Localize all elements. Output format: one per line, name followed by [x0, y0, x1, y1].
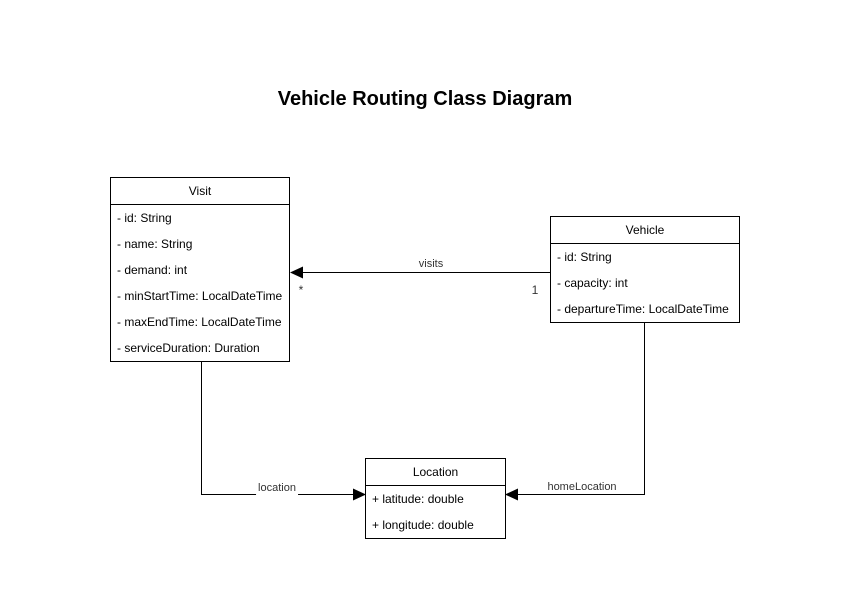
association-label-location: location: [256, 482, 298, 495]
class-box-location: Location + latitude: double + longitude:…: [365, 458, 506, 539]
association-location-line: [201, 361, 353, 495]
class-attribute: - departureTime: LocalDateTime: [557, 302, 729, 316]
multiplicity-visits-source: 1: [531, 283, 539, 297]
association-visits-arrowhead: [290, 266, 303, 279]
class-attribute: - capacity: int: [557, 276, 628, 290]
class-name-vehicle: Vehicle: [551, 217, 739, 244]
class-box-vehicle: Vehicle - id: String - capacity: int - d…: [550, 216, 740, 323]
class-attribute: - name: String: [117, 237, 193, 251]
class-attribute: - demand: int: [117, 263, 188, 277]
class-box-visit: Visit - id: String - name: String - dema…: [110, 177, 290, 362]
association-label-visits: visits: [416, 258, 446, 271]
class-attribute: + longitude: double: [372, 518, 474, 532]
multiplicity-visits-target: *: [298, 283, 304, 297]
class-name-location: Location: [366, 459, 505, 486]
class-attribute: - maxEndTime: LocalDateTime: [117, 315, 282, 329]
association-label-homelocation: homeLocation: [545, 481, 619, 494]
class-attribute: - id: String: [557, 250, 612, 264]
association-location-arrowhead: [353, 488, 366, 501]
class-attribute: - serviceDuration: Duration: [117, 341, 260, 355]
association-homelocation-arrowhead: [505, 488, 518, 501]
class-attribute: - id: String: [117, 211, 172, 225]
association-homelocation-line: [518, 322, 645, 495]
class-name-visit: Visit: [111, 178, 289, 205]
class-attribute: + latitude: double: [372, 492, 464, 506]
class-attribute: - minStartTime: LocalDateTime: [117, 289, 283, 303]
diagram-title: Vehicle Routing Class Diagram: [277, 88, 573, 110]
